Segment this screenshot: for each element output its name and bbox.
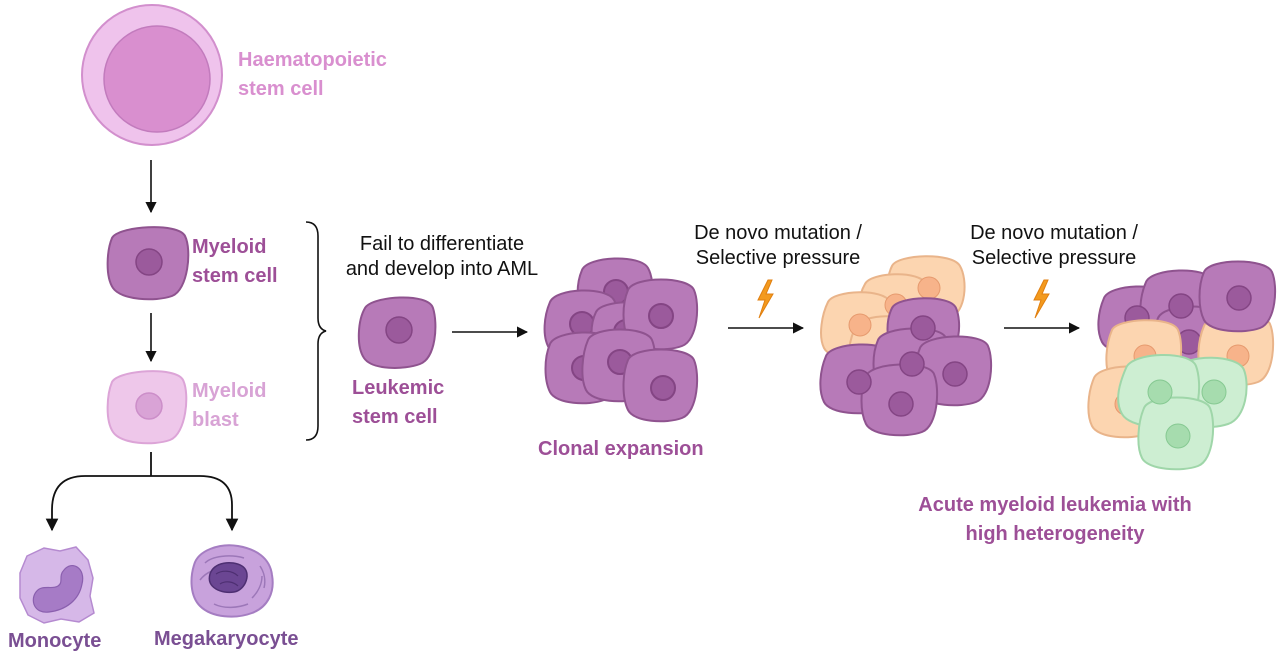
myeloid-blast-label-line1: Myeloid [192,380,267,402]
lightning-icon [757,279,774,319]
myeloid-blast-cell [106,370,188,445]
megakaryocyte-label: Megakaryocyte [154,628,299,650]
brace-icon [305,221,327,441]
lsc-label-line2: stem cell [352,406,438,428]
lsc-label-line1: Leukemic [352,377,445,399]
leukemic-stem-cell [357,296,437,369]
myeloid-blast-label: Myeloid blast [192,377,266,435]
monocyte-cell [19,546,95,624]
denovo-2-line2: Selective pressure [971,247,1137,269]
clonal-expansion-label: Clonal expansion [538,438,704,460]
fail-label: Fail to differentiate and develop into A… [340,232,544,282]
myeloid-stem-label: Myeloid stem cell [192,233,278,291]
mixed-cluster-1 [819,255,993,437]
megakaryocyte-cell [190,544,274,618]
denovo-label-1: De novo mutation / Selective pressure [678,221,878,271]
denovo-1-line1: De novo mutation / [694,222,862,244]
aml-label-line2: high heterogeneity [965,523,1145,545]
aml-label: Acute myeloid leukemia with high heterog… [900,491,1210,549]
fail-label-line1: Fail to differentiate [359,233,525,255]
myeloid-stem-cell [106,226,190,301]
fork-arrows [45,452,239,532]
denovo-2-line1: De novo mutation / [970,222,1138,244]
hsc-label: Haematopoietic stem cell [238,46,387,104]
denovo-1-line2: Selective pressure [695,247,861,269]
lsc-label: Leukemic stem cell [352,374,444,432]
fail-label-line2: and develop into AML [345,258,539,280]
aml-heterogeneous-cluster [1087,260,1277,471]
myeloid-blast-label-line2: blast [192,409,239,431]
clonal-expansion-cluster [543,257,699,423]
aml-label-line1: Acute myeloid leukemia with [918,494,1192,516]
hsc-cell [81,4,223,146]
myeloid-stem-label-line2: stem cell [192,265,278,287]
hsc-label-line1: Haematopoietic [238,49,387,71]
denovo-label-2: De novo mutation / Selective pressure [954,221,1154,271]
monocyte-label: Monocyte [8,630,102,652]
myeloid-stem-label-line1: Myeloid [192,236,267,258]
hsc-label-line2: stem cell [238,78,324,100]
lightning-icon [1033,279,1050,319]
